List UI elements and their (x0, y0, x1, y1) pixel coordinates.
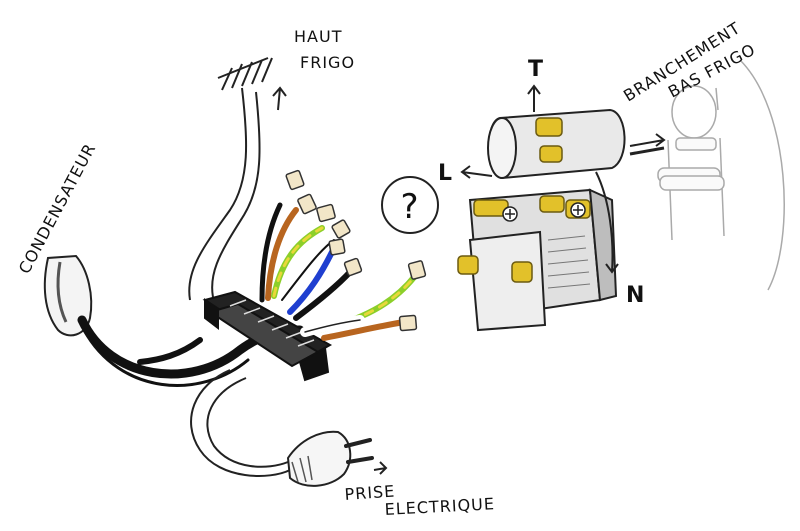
terminal-l-label: L (438, 161, 453, 186)
middle-wire-bundle (287, 249, 353, 321)
terminal-arrows (460, 84, 666, 274)
condensateur-label: CONDENSATEUR (15, 140, 100, 277)
fridge-top-mark (217, 57, 287, 111)
condensateur-body (43, 254, 93, 337)
haut-frigo-label-line1: HAUT (294, 27, 342, 46)
start-relay (468, 108, 626, 332)
haut-frigo-label-line2: FRIGO (300, 53, 355, 72)
question-bubble: ? (381, 176, 439, 234)
crimp-lugs (285, 169, 427, 332)
terminal-t-label: T (528, 57, 544, 82)
electric-plug (286, 430, 388, 487)
prise-label-line1: PRISE (344, 481, 396, 503)
cable-to-fridge-top (188, 87, 261, 306)
prise-label-line2: ELECTRIQUE (384, 494, 495, 519)
connector-block (202, 290, 333, 382)
terminal-screws (502, 202, 586, 222)
terminal-n-label: N (626, 283, 645, 308)
upper-wire-bundle (259, 202, 335, 303)
fridge-bottom-connector (657, 59, 785, 291)
lower-wire-bundle (300, 273, 418, 341)
question-mark: ? (400, 187, 419, 227)
plug-cable (190, 369, 291, 477)
